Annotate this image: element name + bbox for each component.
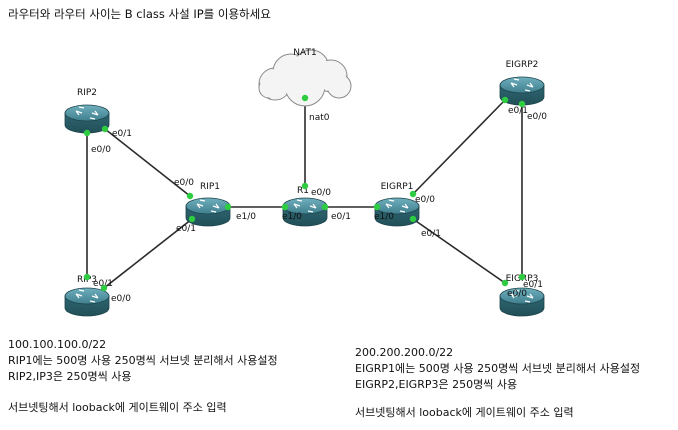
interface-label: e0/0 (507, 289, 527, 299)
node-label-rip1: RIP1 (200, 182, 220, 192)
interface-label: e1/0 (374, 212, 394, 222)
node-label-eigrp2: EIGRP2 (506, 60, 539, 70)
eigrp-note-line-1: EIGRP1에는 500명 사용 250명씩 서브넷 분리해서 사용설정 (355, 362, 641, 375)
port-dot (281, 203, 289, 211)
router-rip1[interactable] (185, 197, 231, 227)
labels-layer: NAT1RIP2RIP1RIP3R1EIGRP1EIGRP2EIGRP3e0/1… (77, 48, 547, 304)
interface-label: e0/0 (91, 145, 111, 155)
interface-label: e1/0 (236, 212, 256, 222)
router-rip3[interactable] (64, 287, 110, 317)
port-dot (409, 190, 417, 198)
node-label-nat1: NAT1 (293, 48, 316, 58)
port-dot (186, 192, 194, 200)
port-dot (301, 182, 309, 190)
router-rip2[interactable] (64, 104, 110, 134)
interface-label: e0/1 (523, 280, 543, 290)
router-eigrp1[interactable] (374, 197, 420, 227)
port-dot (100, 284, 108, 292)
link-eigrp1-eigrp3 (412, 218, 506, 284)
interface-label: e1/0 (282, 212, 302, 222)
port-dot (518, 100, 526, 108)
nodes-layer (64, 49, 545, 317)
eigrp-note-line-2: EIGRP2,EIGRP3은 250명씩 사용 (355, 378, 518, 391)
interface-label: e0/1 (112, 129, 132, 139)
node-label-r1: R1 (297, 186, 309, 196)
interface-label: nat0 (309, 113, 330, 123)
link-rip2-rip1 (104, 128, 191, 197)
eigrp-note-line-3: 서브넷팅해서 looback에 게이트웨이 주소 입력 (355, 406, 574, 419)
interface-label: e0/1 (421, 229, 441, 239)
interface-label: e0/0 (311, 188, 331, 198)
node-label-rip2: RIP2 (77, 88, 97, 98)
interface-label: e0/1 (331, 212, 351, 222)
port-dot (518, 273, 526, 281)
diagram-title: 라우터와 라우터 사이는 B class 사설 IP를 이용하세요 (8, 7, 271, 21)
interface-label: e0/0 (174, 178, 194, 188)
interface-label: e0/0 (111, 294, 131, 304)
interface-label: e0/1 (508, 106, 528, 116)
router-r1[interactable] (282, 197, 328, 227)
rip-network-address: 100.100.100.0/22 (8, 338, 107, 351)
port-dot (83, 129, 91, 137)
interface-label: e0/0 (527, 112, 547, 122)
port-dot (501, 96, 509, 104)
router-eigrp2[interactable] (499, 76, 545, 106)
port-dot (373, 203, 381, 211)
port-dot (321, 203, 329, 211)
interface-label: e0/0 (415, 195, 435, 205)
link-rip1-rip3 (103, 218, 193, 289)
eigrp-network-address: 200.200.200.0/22 (355, 346, 454, 359)
interface-label: e0/1 (93, 279, 113, 289)
cloud-nat1[interactable] (258, 49, 352, 107)
port-dot (83, 273, 91, 281)
node-label-eigrp1: EIGRP1 (381, 182, 414, 192)
rip-note-line-2: RIP2,IP3은 250명씩 사용 (8, 370, 132, 383)
rip-note-line-1: RIP1에는 500명 사용 250명씩 서브넷 분리해서 사용설정 (8, 354, 278, 367)
port-dot (501, 279, 509, 287)
port-dot (301, 94, 309, 102)
port-dot (409, 215, 417, 223)
port-dot (224, 203, 232, 211)
port-dot (101, 125, 109, 133)
port-dot (188, 215, 196, 223)
links-layer (86, 98, 523, 289)
interface-label: e0/1 (176, 224, 196, 234)
rip-note-line-3: 서브넷팅해서 looback에 게이트웨이 주소 입력 (8, 401, 227, 414)
router-eigrp3[interactable] (499, 287, 545, 317)
link-eigrp1-eigrp2 (412, 99, 506, 195)
